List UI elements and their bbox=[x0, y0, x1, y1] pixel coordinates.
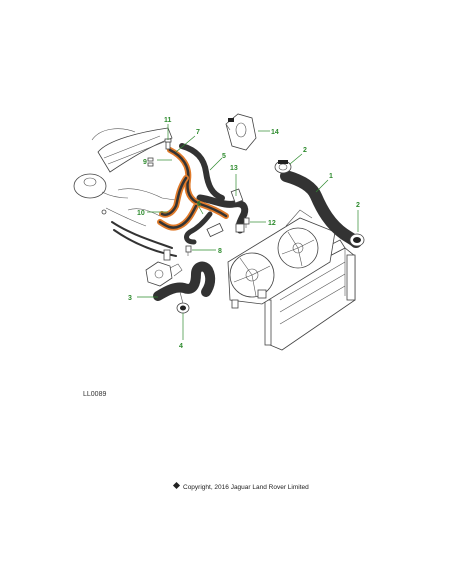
cooling-fan-cowl bbox=[227, 209, 336, 309]
callout-4: 4 bbox=[179, 343, 183, 350]
expansion-tank bbox=[73, 173, 147, 227]
callout-1: 1 bbox=[329, 173, 333, 180]
callout-10: 10 bbox=[137, 210, 145, 217]
bolt-8 bbox=[185, 245, 192, 256]
hose-6 bbox=[184, 211, 224, 245]
hose-13 bbox=[196, 188, 249, 234]
hose-7-highlighted bbox=[167, 147, 229, 219]
heater-pipes bbox=[111, 188, 177, 257]
mounting-bracket-14 bbox=[225, 113, 257, 151]
callout-11: 11 bbox=[164, 117, 172, 124]
thermostat-housing bbox=[145, 249, 183, 287]
leader-lines bbox=[137, 124, 359, 340]
clamp-2-top bbox=[274, 160, 292, 174]
diamond-icon bbox=[172, 481, 181, 490]
callout-7: 7 bbox=[196, 129, 200, 136]
callout-14: 14 bbox=[271, 129, 279, 136]
callout-2-right: 2 bbox=[356, 202, 360, 209]
callout-12: 12 bbox=[268, 220, 276, 227]
clips-9 bbox=[147, 157, 154, 167]
intake-manifold-outline bbox=[91, 127, 173, 173]
bleed-screw-11 bbox=[164, 138, 172, 150]
callout-labels: 11 7 9 5 13 10 6 8 12 14 2 1 2 3 4 bbox=[128, 117, 360, 350]
callout-6: 6 bbox=[197, 201, 201, 208]
hose-10-highlighted bbox=[157, 175, 199, 231]
figure-reference-code: LL0089 bbox=[83, 391, 107, 398]
clamp-4 bbox=[176, 302, 190, 314]
callout-8: 8 bbox=[218, 248, 222, 255]
callout-13: 13 bbox=[230, 165, 238, 172]
bolt-12 bbox=[243, 217, 250, 228]
copyright-text: Copyright, 2016 Jaguar Land Rover Limite… bbox=[183, 484, 309, 491]
clamp-2-right bbox=[349, 233, 365, 247]
hose-5 bbox=[179, 143, 225, 201]
copyright-notice: Copyright, 2016 Jaguar Land Rover Limite… bbox=[172, 481, 309, 491]
callout-2-top: 2 bbox=[303, 147, 307, 154]
callout-5: 5 bbox=[222, 153, 226, 160]
callout-3: 3 bbox=[128, 295, 132, 302]
callout-9: 9 bbox=[143, 159, 147, 166]
